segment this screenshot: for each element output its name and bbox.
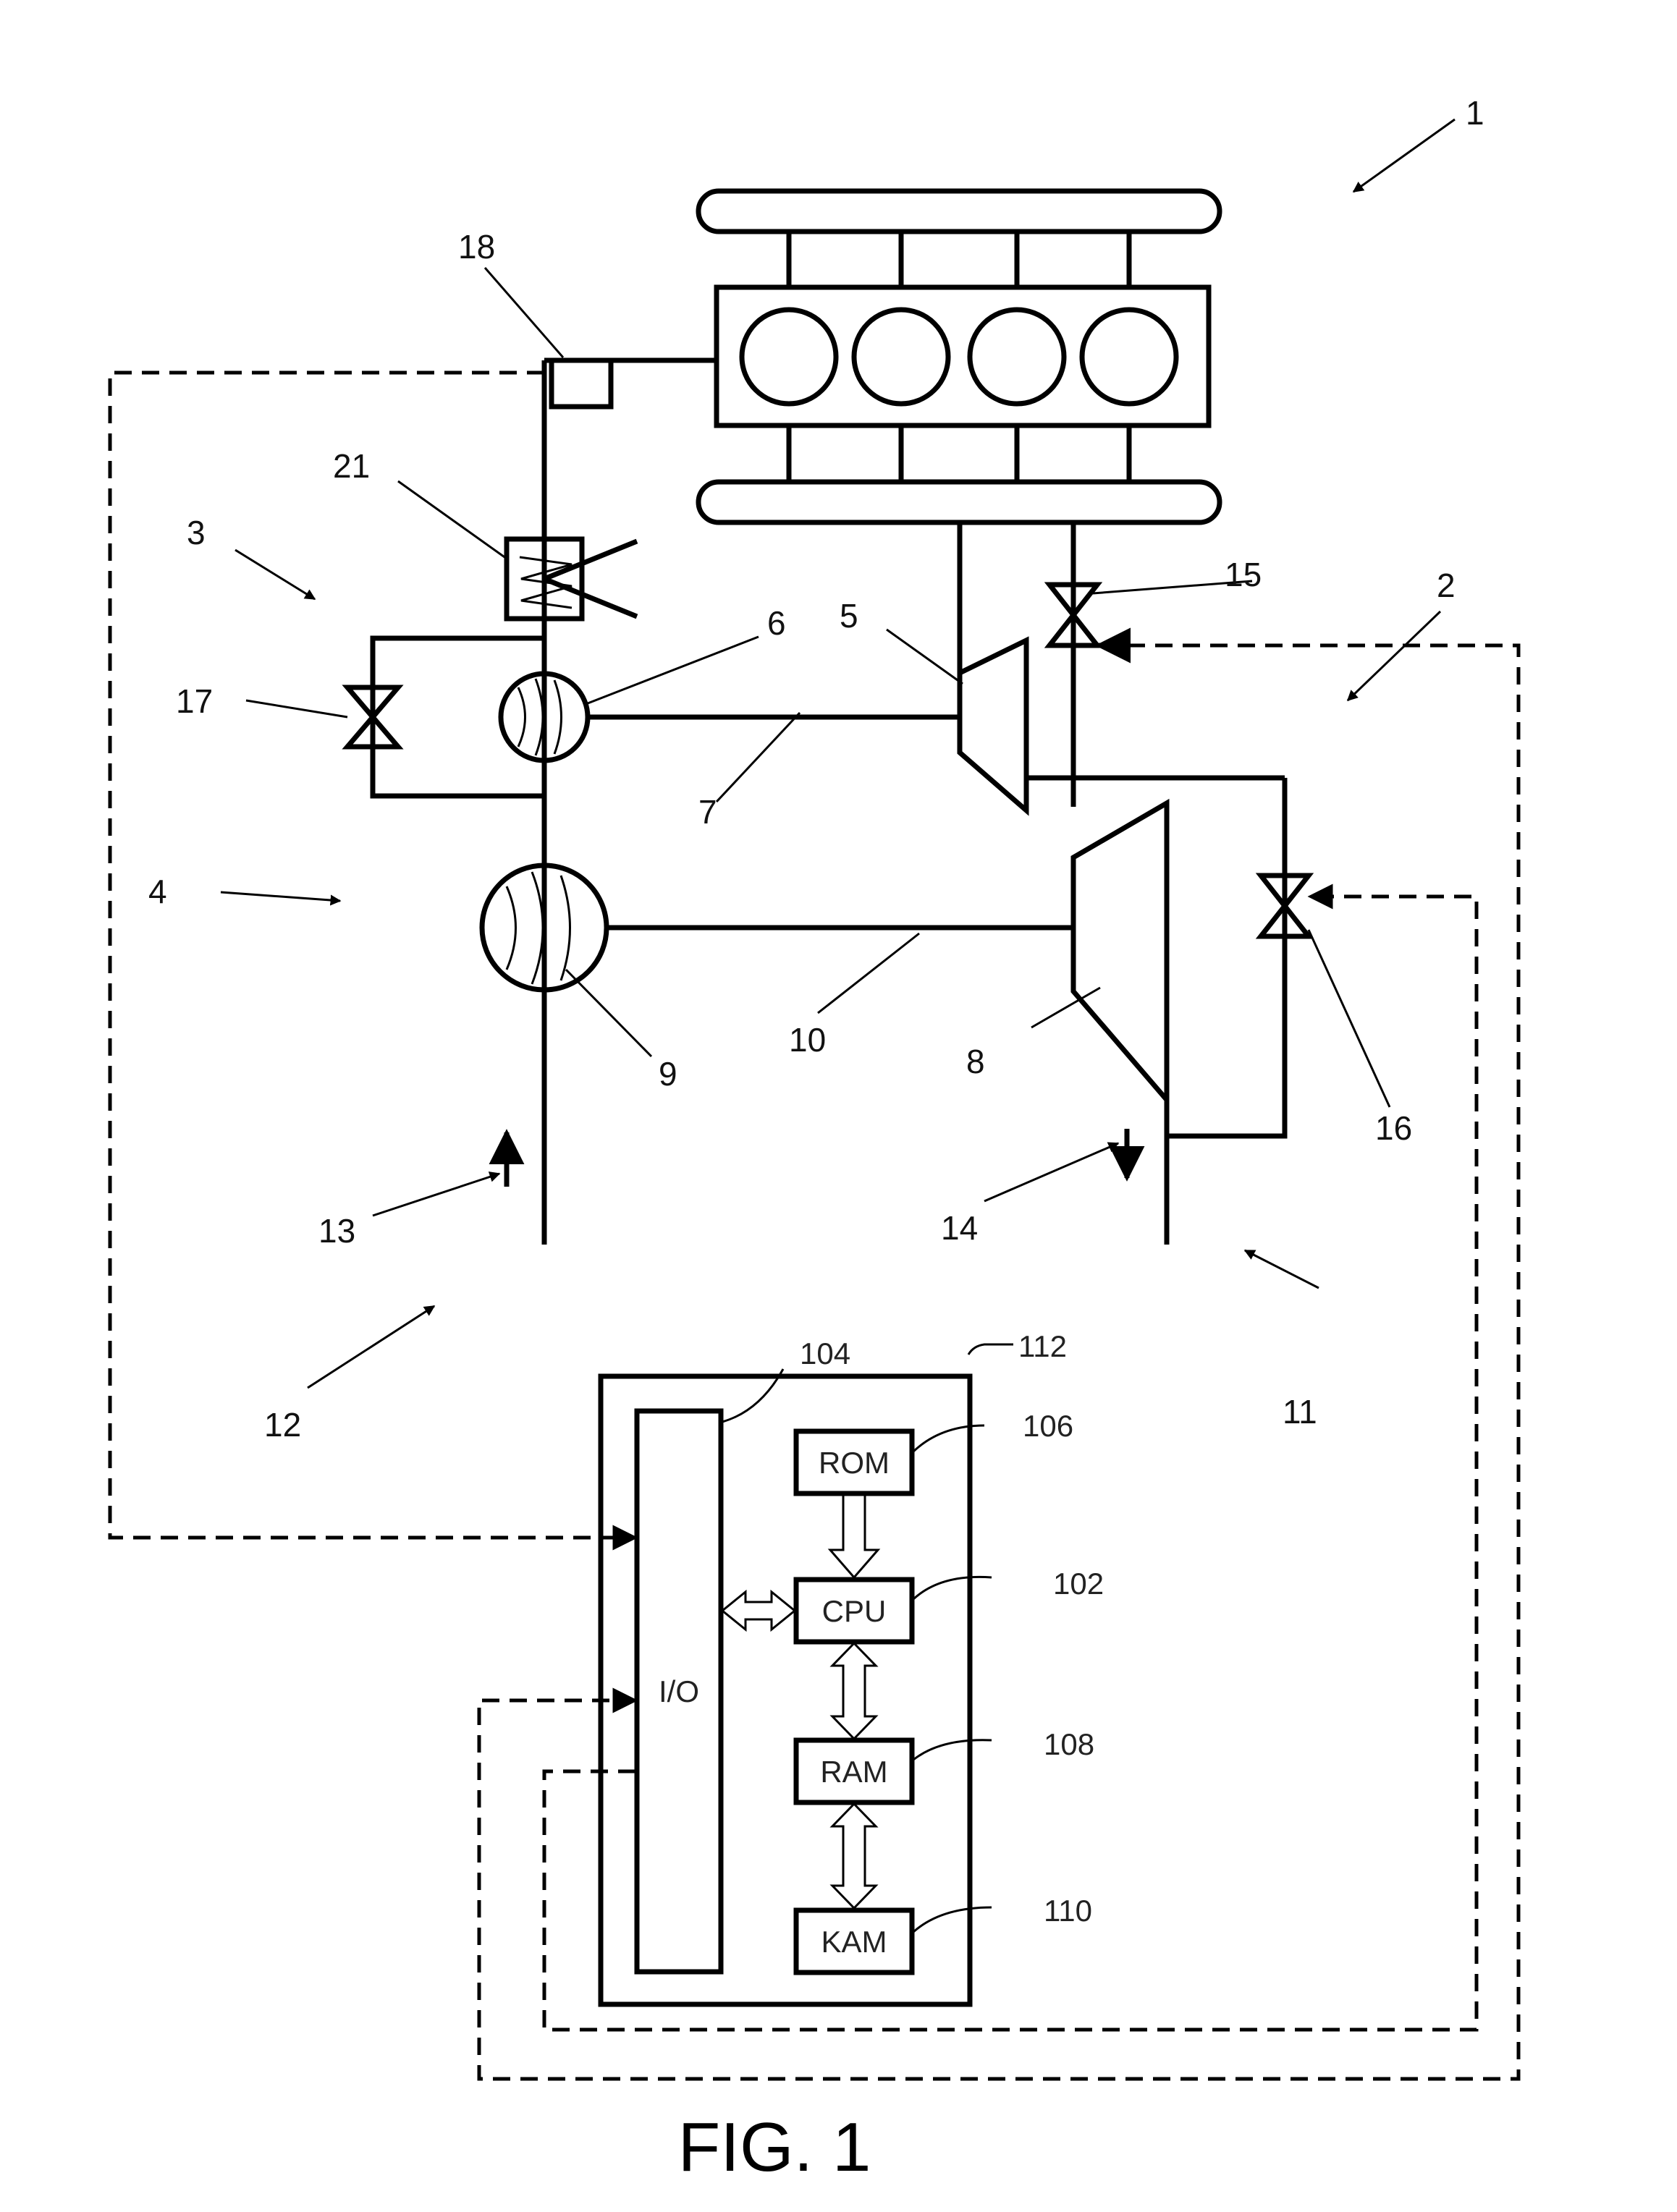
engine-runners: [789, 232, 1129, 482]
lp-turbine: [1073, 803, 1167, 1100]
label-102: 102: [1053, 1567, 1104, 1601]
label-12: 12: [264, 1406, 301, 1444]
label-10: 10: [789, 1021, 826, 1059]
io-label: I/O: [659, 1674, 699, 1708]
hp-turbine: [960, 640, 1026, 810]
sensor-18: [552, 360, 611, 407]
rom-label: ROM: [819, 1446, 890, 1480]
label-6: 6: [767, 604, 786, 642]
hp-compressor-bypass: [373, 638, 544, 796]
cpu-label: CPU: [822, 1594, 887, 1628]
cylinder: [854, 310, 948, 404]
intake-line: [544, 360, 717, 1245]
label-11: 11: [1283, 1393, 1317, 1431]
label-15: 15: [1225, 556, 1262, 593]
cylinder: [970, 310, 1064, 404]
control-line-valve-16: [544, 897, 1477, 2030]
cylinder: [1082, 310, 1176, 404]
label-1: 1: [1466, 94, 1484, 132]
cylinder: [742, 310, 836, 404]
label-5: 5: [840, 597, 858, 635]
label-104: 104: [800, 1336, 850, 1370]
label-106: 106: [1023, 1409, 1073, 1443]
kam-label: KAM: [821, 1925, 887, 1959]
label-9: 9: [659, 1055, 677, 1093]
label-17: 17: [176, 682, 213, 720]
label-18: 18: [458, 228, 495, 266]
rom-cpu-arrow: [830, 1493, 878, 1577]
label-14: 14: [941, 1209, 978, 1247]
cpu-ram-arrow: [832, 1643, 876, 1739]
label-112: 112: [1018, 1329, 1067, 1363]
label-4: 4: [148, 873, 167, 910]
label-21: 21: [333, 447, 370, 485]
controller: I/O ROM CPU RAM KAM: [601, 1376, 970, 2004]
label-7: 7: [698, 793, 717, 831]
figure-caption: FIG. 1: [678, 2109, 871, 2186]
ram-kam-arrow: [832, 1804, 876, 1908]
label-2: 2: [1437, 567, 1456, 604]
ram-label: RAM: [820, 1755, 887, 1789]
label-8: 8: [966, 1043, 985, 1080]
label-110: 110: [1044, 1894, 1092, 1928]
engine-lower-manifold: [698, 482, 1220, 522]
io-cpu-arrow: [722, 1592, 795, 1630]
exhaust-line: [960, 522, 1285, 1245]
label-16: 16: [1375, 1109, 1412, 1147]
charge-air-cooler: [507, 539, 637, 619]
engine: [698, 191, 1220, 522]
label-108: 108: [1044, 1727, 1094, 1761]
label-13: 13: [318, 1212, 355, 1250]
label-3: 3: [187, 514, 206, 551]
engine-upper-manifold: [698, 191, 1220, 232]
